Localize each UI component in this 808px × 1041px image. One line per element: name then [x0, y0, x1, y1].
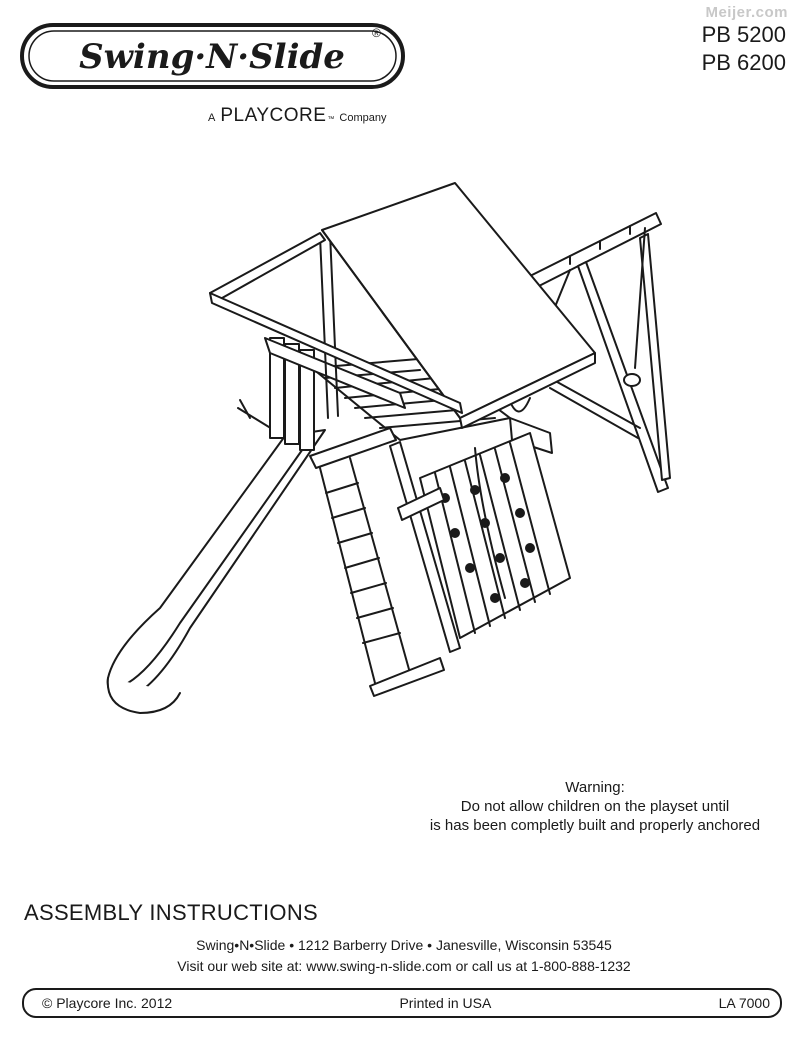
document-title: ASSEMBLY INSTRUCTIONS	[24, 900, 318, 925]
registered-mark: ®	[372, 26, 381, 40]
warning-block: Warning: Do not allow children on the pl…	[400, 778, 790, 835]
company-address: Swing•N•Slide • 1212 Barberry Drive • Ja…	[196, 937, 612, 953]
front-post	[389, 441, 461, 653]
printed-in-text: Printed in USA	[399, 995, 492, 1011]
trademark-mark: ™	[327, 116, 335, 123]
model-number-2: PB 6200	[701, 50, 786, 75]
parent-company: A PLAYCORE ™ Company	[208, 105, 387, 127]
warning-line-1: Do not allow children on the playset unt…	[460, 798, 730, 815]
playcore-wordmark: PLAYCORE	[220, 105, 327, 126]
model-number-1: PB 5200	[701, 22, 786, 47]
logo-text: Swing·N·Slide	[79, 37, 345, 77]
copyright-text: © Playcore Inc. 2012	[42, 995, 173, 1011]
logo-badge: Swing·N·Slide	[20, 23, 405, 89]
slide	[106, 399, 326, 714]
warning-title: Warning:	[565, 779, 625, 796]
swing-beam	[507, 212, 671, 493]
sub-prefix: A	[208, 112, 216, 124]
playset-illustration	[100, 178, 680, 718]
contact-line: Visit our web site at: www.swing-n-slide…	[177, 958, 631, 974]
brand-logo: Swing·N·Slide	[20, 22, 405, 90]
footer-bar: © Playcore Inc. 2012 Printed in USA LA 7…	[22, 988, 782, 1018]
rope-ladder	[319, 457, 445, 697]
sub-suffix: Company	[339, 112, 387, 124]
document-code: LA 7000	[718, 995, 770, 1011]
canopy-roof	[209, 182, 596, 429]
watermark-text: Meijer.com	[705, 4, 788, 21]
warning-line-2: is has been completly built and properly…	[429, 817, 761, 834]
